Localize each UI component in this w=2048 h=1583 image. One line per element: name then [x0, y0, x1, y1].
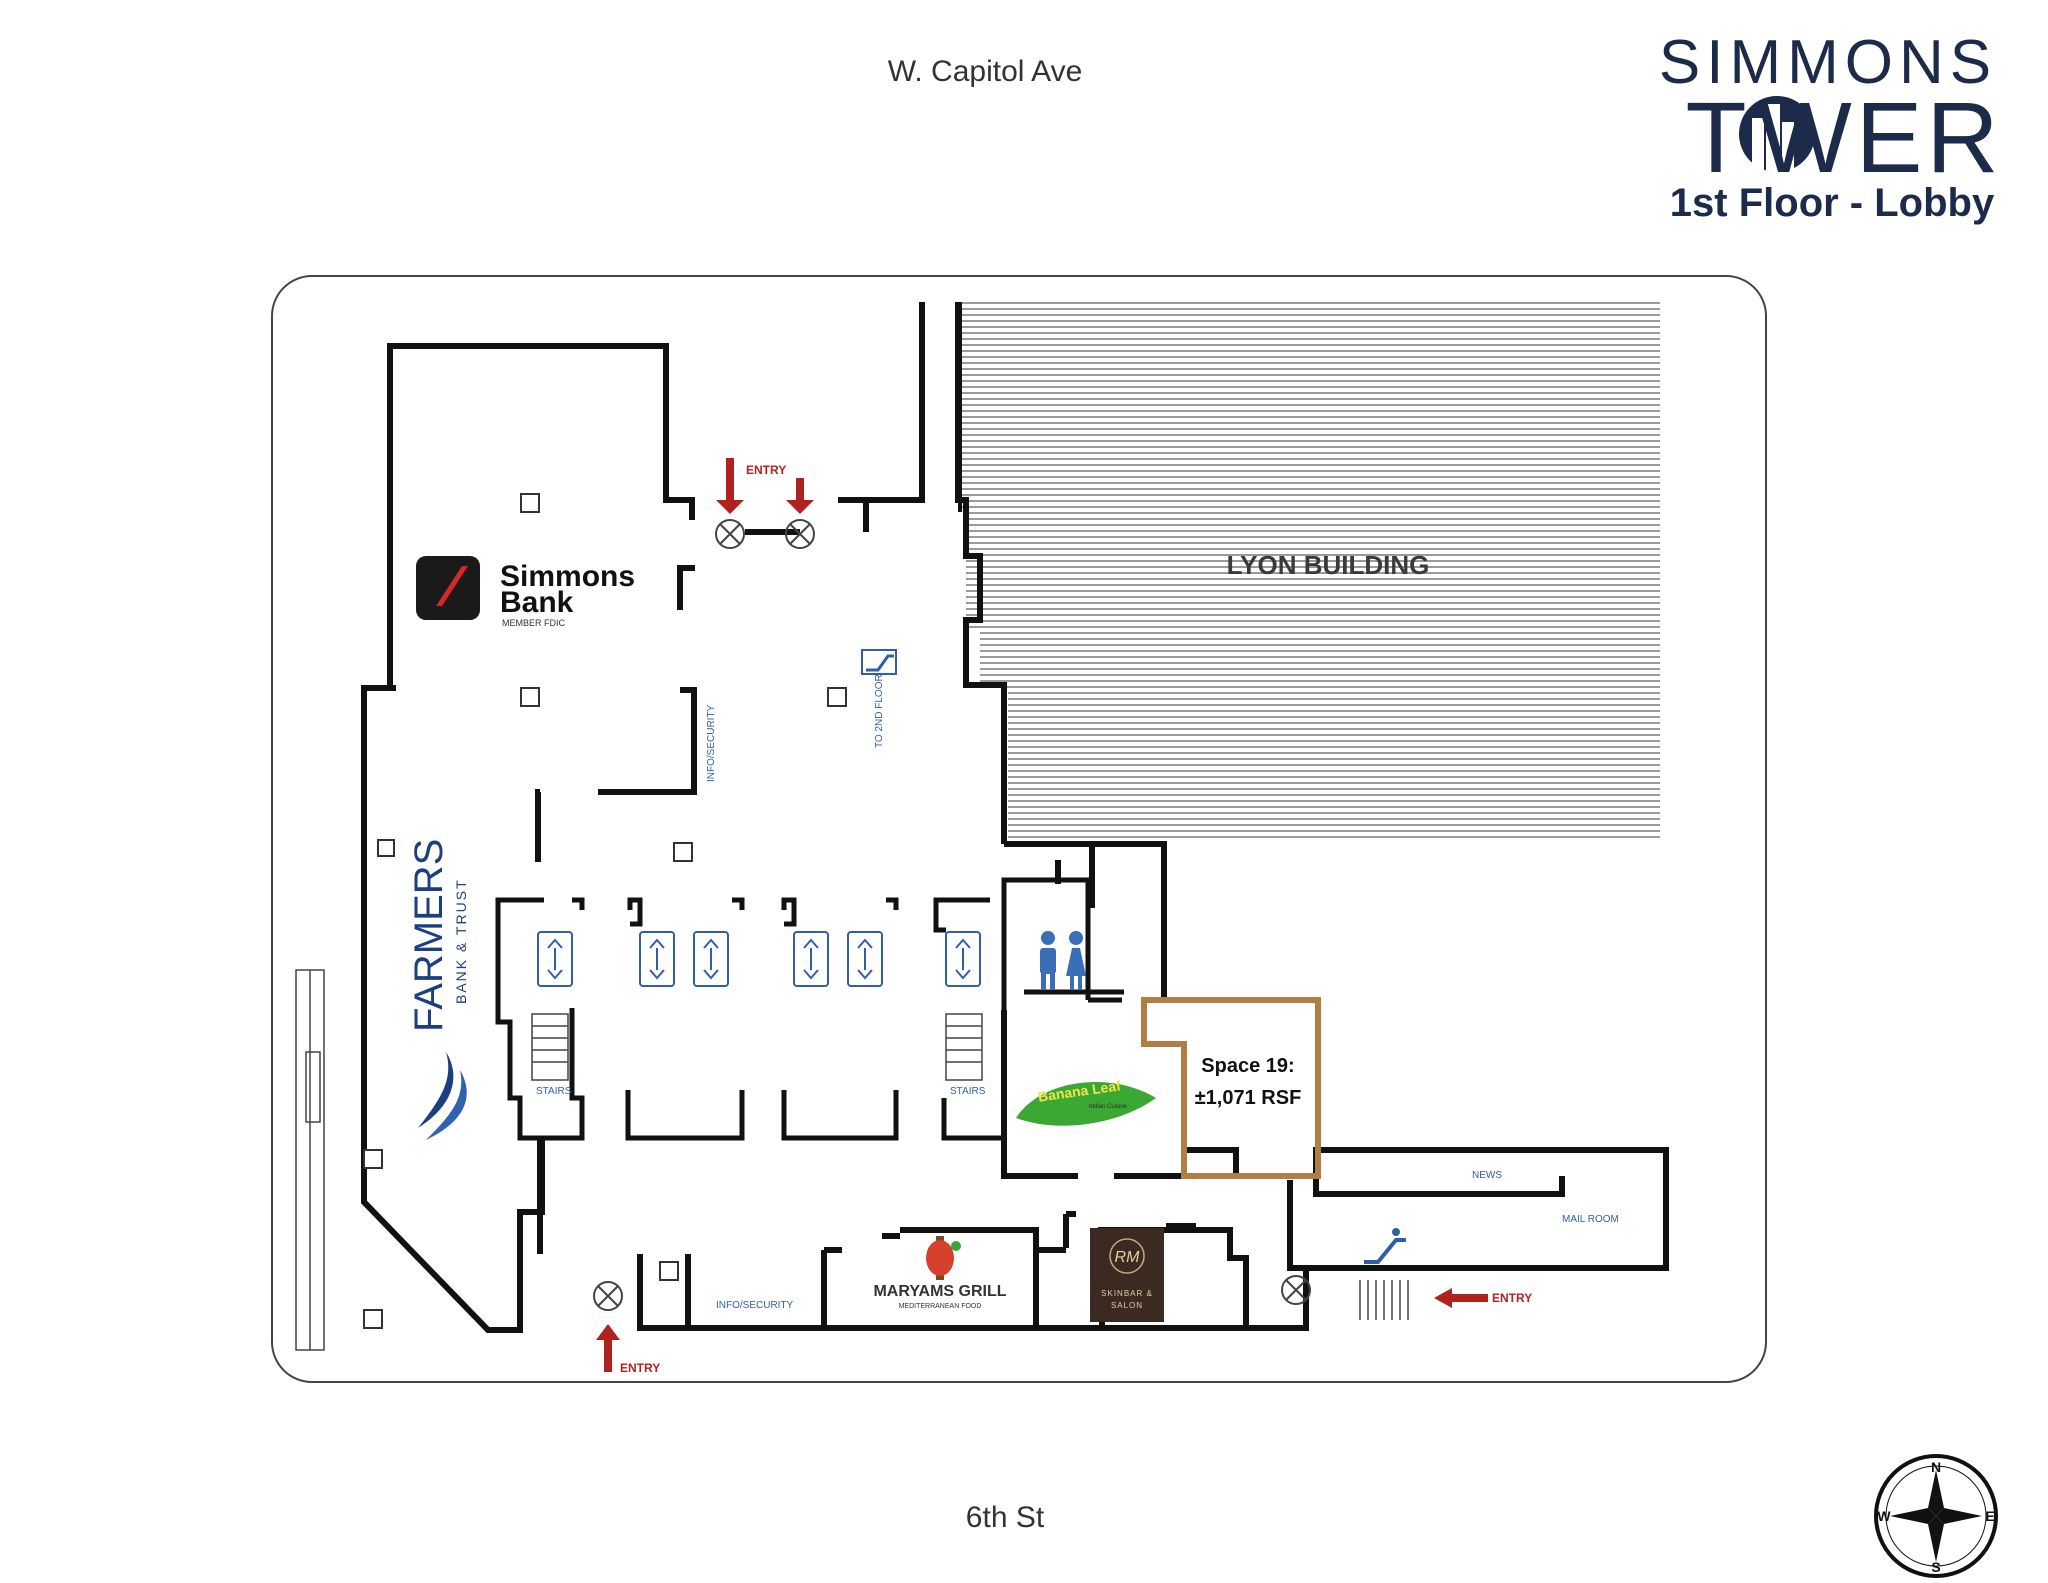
east-entry: ENTRY — [1281, 1275, 1532, 1308]
maryams-sub: MEDITERRANEAN FOOD — [899, 1303, 982, 1310]
space-19-title: Space 19: — [1201, 1055, 1294, 1077]
elevator-icon — [537, 931, 573, 987]
elevator-cores — [495, 877, 1164, 1141]
entry-arrow-icon — [1434, 1288, 1452, 1308]
southwest-entry-label: ENTRY — [620, 1361, 660, 1375]
farmers-wave-icon — [418, 1052, 454, 1128]
tower-icon — [1739, 96, 1815, 174]
columns — [363, 493, 847, 1329]
compass-e: E — [1985, 1508, 1994, 1524]
north-revolving-doors — [715, 519, 815, 549]
compass-s: S — [1931, 1559, 1940, 1575]
site-boundary — [271, 275, 1767, 1383]
rm-salon-logo: RM SKINBAR & SALON — [1090, 1228, 1164, 1322]
farmers-bank-logo: FARMERS BANK & TRUST — [407, 839, 469, 1140]
maryams-name: MARYAMS GRILL — [873, 1283, 1006, 1300]
escalator-east-icon — [1364, 1228, 1406, 1264]
elevator-icon — [945, 931, 981, 987]
compass-w: W — [1877, 1508, 1891, 1524]
info-security-label-south: INFO/SECURITY — [716, 1300, 794, 1311]
news-label: NEWS — [1472, 1170, 1502, 1181]
entry-arrow-icon — [596, 1324, 620, 1340]
building-walls — [361, 302, 1669, 1333]
space-19-area: ±1,071 RSF — [1195, 1087, 1302, 1109]
elevator-icon — [639, 931, 675, 987]
farmers-name: FARMERS — [407, 839, 451, 1032]
north-entry-label: ENTRY — [746, 463, 786, 477]
space-19[interactable]: Space 19: ±1,071 RSF — [1141, 997, 1321, 1179]
simmons-bank-logo: Simmons Bank MEMBER FDIC — [416, 556, 635, 628]
southwest-entry: ENTRY — [593, 1281, 660, 1375]
farmers-sub: BANK & TRUST — [453, 878, 469, 1004]
north-street-label: W. Capitol Ave — [888, 55, 1083, 88]
banana-leaf-icon — [1016, 1081, 1156, 1126]
rm-monogram-icon — [1109, 1238, 1145, 1274]
space-19-outline[interactable] — [1141, 997, 1321, 1179]
compass-north-icon — [1928, 1470, 1944, 1516]
info-security-label-north: INFO/SECURITY — [706, 704, 717, 782]
east-stair-treads — [1359, 1280, 1409, 1320]
to-2nd-floor-label: TO 2ND FLOOR — [874, 674, 885, 748]
elevator-icon — [793, 931, 829, 987]
compass-rose: N S E W — [1874, 1454, 1998, 1578]
rm-line2: SALON — [1111, 1301, 1143, 1310]
stairs-east — [945, 1013, 983, 1081]
simmons-bank-name-2: Bank — [500, 586, 574, 619]
brand-logo: SIMMONS T WER 1st Floor - Lobby — [1659, 28, 2002, 225]
east-entry-label: ENTRY — [1492, 1291, 1532, 1305]
lyon-building-label: LYON BUILDING — [1227, 550, 1430, 580]
simmons-bank-sub: MEMBER FDIC — [502, 618, 566, 628]
simmons-bank-name-1: Simmons — [500, 560, 635, 593]
stairs-west — [531, 1013, 569, 1081]
banana-leaf-logo: Banana Leaf Indian Cuisine — [1016, 1077, 1156, 1126]
rm-line1: SKINBAR & — [1101, 1289, 1153, 1298]
elevators — [537, 931, 981, 987]
floor-title: 1st Floor - Lobby — [1670, 181, 1995, 225]
brand-line2-left: T — [1685, 82, 1750, 194]
entry-arrow-icon — [716, 458, 744, 514]
brand-line1: SIMMONS — [1659, 28, 1997, 97]
compass-n: N — [1931, 1459, 1941, 1475]
stairs-label-west: STAIRS — [536, 1086, 572, 1097]
mail-room-label: MAIL ROOM — [1562, 1214, 1619, 1225]
south-street-label: 6th St — [966, 1501, 1045, 1534]
banana-leaf-sub: Indian Cuisine — [1089, 1104, 1128, 1110]
entry-arrow-icon — [786, 478, 814, 514]
gyro-icon — [926, 1236, 961, 1280]
restroom-icon — [1040, 931, 1086, 990]
elevator-icon — [693, 931, 729, 987]
stairs-label-east: STAIRS — [950, 1086, 986, 1097]
maryams-grill-logo: MARYAMS GRILL MEDITERRANEAN FOOD — [873, 1236, 1007, 1310]
west-exterior-ramp — [295, 969, 325, 1351]
lyon-building: LYON BUILDING — [958, 302, 1660, 842]
brand-line2-right: WER — [1757, 82, 2002, 194]
rm-mark: RM — [1115, 1249, 1141, 1266]
escalator-icon — [861, 649, 897, 675]
north-entry-arrows — [716, 458, 814, 514]
elevator-icon — [847, 931, 883, 987]
